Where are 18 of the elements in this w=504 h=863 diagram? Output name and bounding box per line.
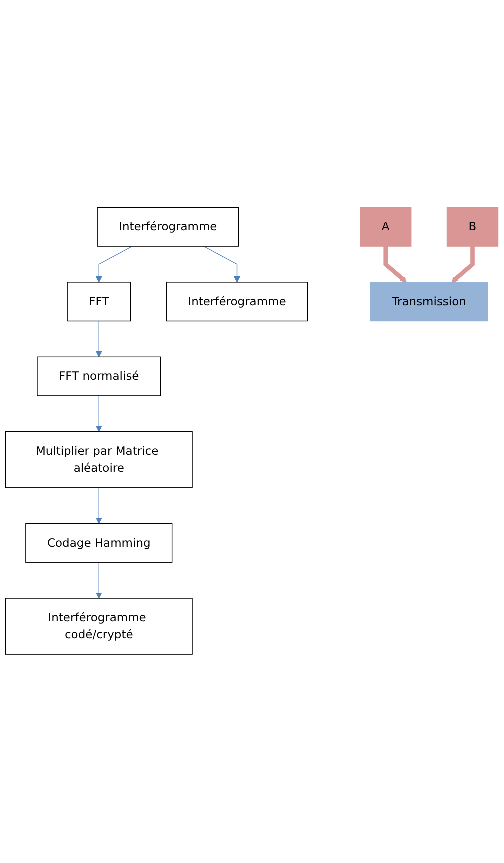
arrow xyxy=(96,321,102,358)
node-box: Transmission xyxy=(370,282,488,322)
node-box: Codage Hamming xyxy=(26,524,173,564)
node-box: Interférogramme xyxy=(166,282,308,322)
arrow xyxy=(96,246,133,284)
arrow xyxy=(204,246,240,284)
arrow xyxy=(96,562,102,600)
node-box: Interférogramme xyxy=(97,208,240,248)
arrow xyxy=(96,396,102,432)
arrow xyxy=(452,246,475,284)
arrow xyxy=(384,246,408,284)
arrow xyxy=(96,488,102,524)
node-box: Interférogramme codé/crypté xyxy=(5,598,193,656)
node-box: A xyxy=(360,208,412,248)
node-box: B xyxy=(446,208,499,248)
node-box: FFT xyxy=(67,282,132,322)
node-box: FFT normalisé xyxy=(37,357,162,397)
node-box: Multiplier par Matrice aléatoire xyxy=(5,432,193,489)
